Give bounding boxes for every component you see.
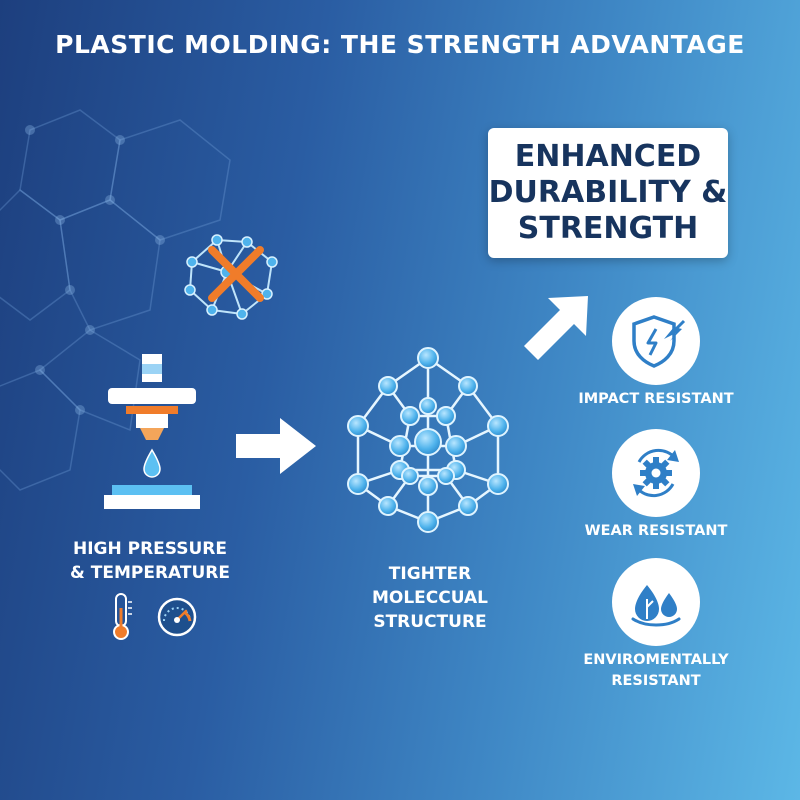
environmentally-resistant-badge xyxy=(612,558,700,646)
wear-resistant-badge xyxy=(612,429,700,517)
process-caption-line1: HIGH PRESSURE xyxy=(72,539,228,559)
impact-resistant-label: IMPACT RESISTANT xyxy=(578,391,734,407)
hexagon-background-pattern xyxy=(0,109,231,491)
page-title: PLASTIC MOLDING: THE STRENGTH ADVANTAGE xyxy=(55,30,745,59)
process-caption: HIGH PRESSURE & TEMPERATURE xyxy=(60,537,240,585)
wear-resistant-label: WEAR RESISTANT xyxy=(584,523,728,539)
structure-caption-line2: MOLECCUAL xyxy=(371,588,489,608)
headline-line3: STRENGTH xyxy=(517,211,699,246)
headline-box: ENHANCED DURABILITY & STRENGTH xyxy=(488,128,728,258)
arrow-right-icon xyxy=(236,418,316,474)
headline-line2: DURABILITY & xyxy=(488,175,728,210)
pressure-gauge-icon xyxy=(157,597,197,637)
environmentally-resistant-label: ENVIROMENTALLY RESISTANT xyxy=(546,650,766,692)
arrow-up-right-icon xyxy=(524,296,588,360)
tight-molecule-structure-icon xyxy=(347,347,509,533)
headline-line1: ENHANCED xyxy=(514,139,702,174)
structure-caption-line1: TIGHTER xyxy=(388,564,472,584)
leaf-water-icon xyxy=(631,585,681,627)
environmentally-resistant-label-line2: RESISTANT xyxy=(611,673,701,689)
injection-molding-machine-icon xyxy=(104,354,200,509)
impact-resistant-badge xyxy=(612,297,700,385)
environmentally-resistant-label-line1: ENVIROMENTALLY xyxy=(583,652,729,668)
structure-caption: TIGHTER MOLECCUAL STRUCTURE xyxy=(345,562,515,634)
loose-molecule-crossed-icon xyxy=(184,234,278,320)
gear-cycle-icon xyxy=(633,448,679,498)
structure-caption-line3: STRUCTURE xyxy=(373,612,487,632)
process-caption-line2: & TEMPERATURE xyxy=(70,563,230,583)
shield-impact-icon xyxy=(632,315,686,368)
thermometer-icon xyxy=(113,593,132,640)
